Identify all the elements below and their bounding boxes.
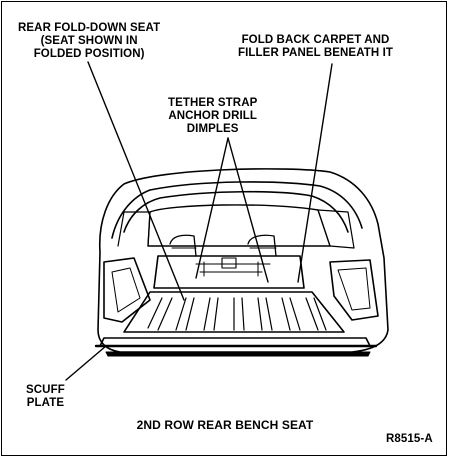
label-rear-fold-down-seat: REAR FOLD-DOWN SEAT (SEAT SHOWN IN FOLDE… [18, 22, 161, 60]
leader-tether-left [195, 137, 229, 279]
right-side-panel [329, 259, 379, 321]
leader-scuff [65, 345, 107, 381]
label-scuff-plate: SCUFF PLATE [26, 384, 65, 409]
rear-window [147, 204, 331, 247]
load-floor [123, 291, 345, 333]
leader-rear-seat [87, 61, 185, 301]
figure-code: R8515-A [386, 433, 433, 445]
label-fold-back-carpet: FOLD BACK CARPET AND FILLER PANEL BENEAT… [238, 34, 393, 59]
folded-seat-back [153, 255, 305, 289]
label-tether-strap-anchor: TETHER STRAP ANCHOR DRILL DIMPLES [168, 97, 258, 135]
leader-tether-right [227, 137, 269, 283]
leader-lines [65, 61, 333, 381]
leader-carpet [297, 63, 333, 283]
floor-ribs [147, 297, 327, 331]
left-side-panel [103, 257, 151, 323]
roof-inner-edge [111, 181, 363, 239]
figure-title: 2ND ROW REAR BENCH SEAT [136, 418, 314, 432]
